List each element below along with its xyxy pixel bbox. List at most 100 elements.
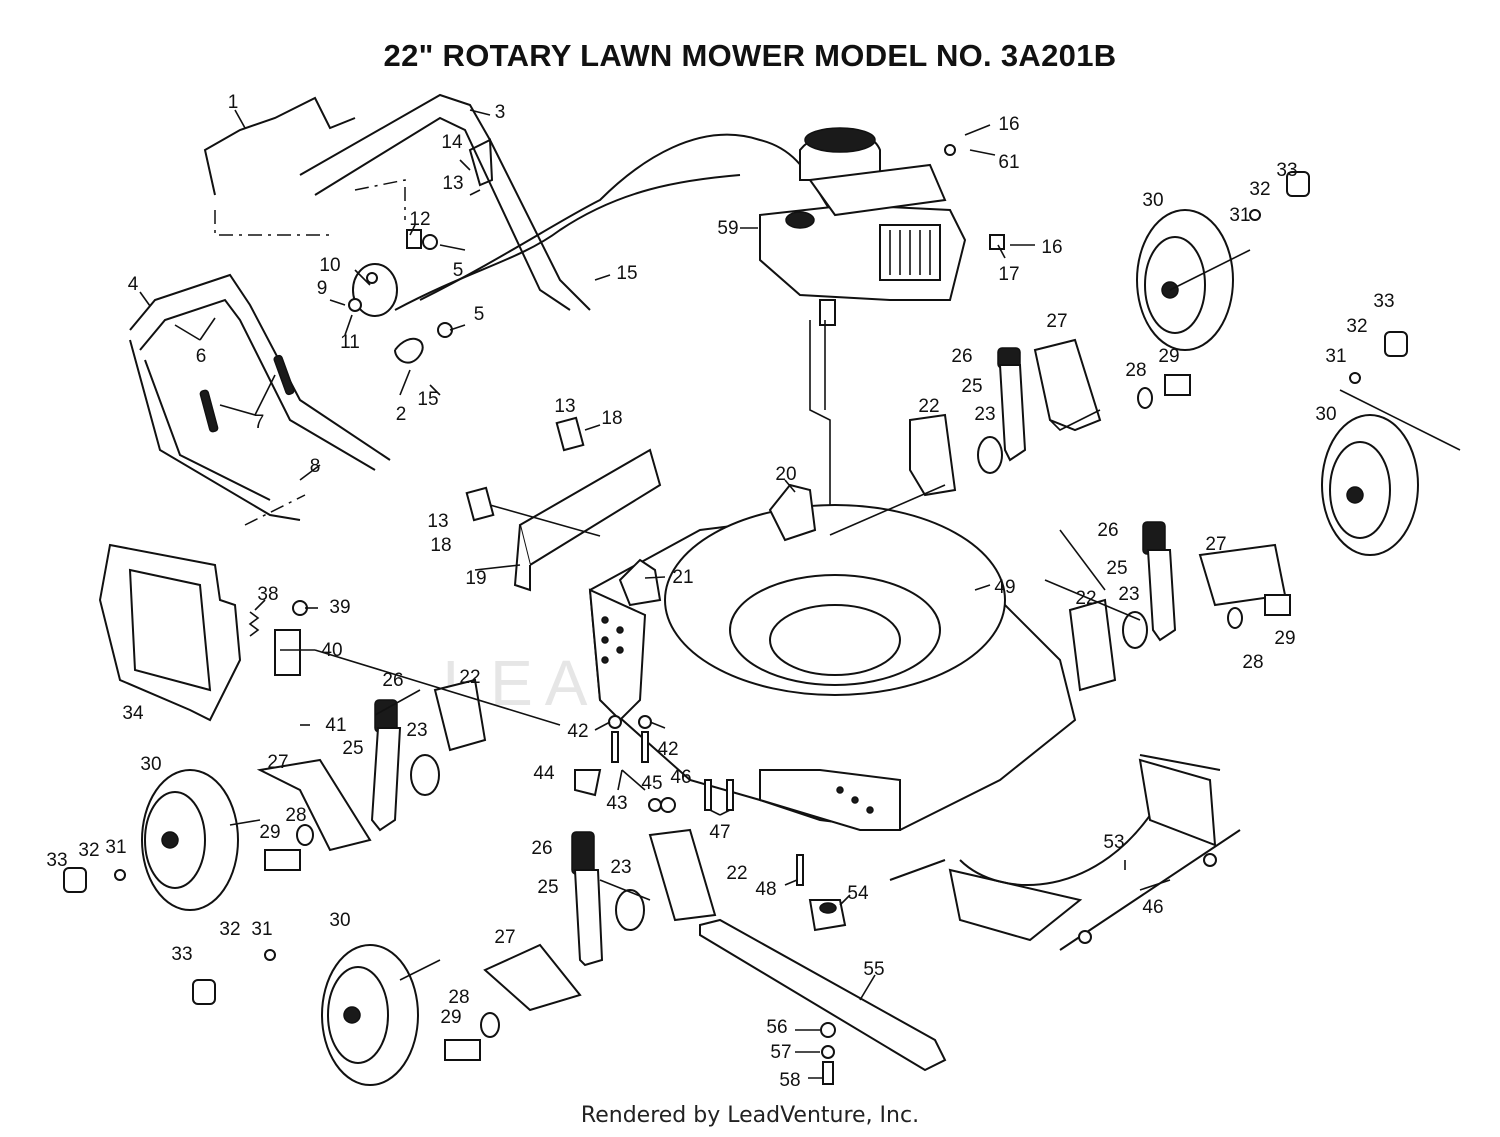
diagram-title: 22" ROTARY LAWN MOWER MODEL NO. 3A201B: [383, 38, 1117, 73]
callout-55: 55: [863, 959, 884, 980]
callout-59: 59: [717, 218, 738, 239]
callout-7: 7: [254, 412, 265, 433]
callout-29a: 29: [1158, 346, 1179, 367]
callout-30d: 30: [329, 910, 350, 931]
callout-31d: 31: [251, 919, 272, 940]
callout-48: 48: [755, 879, 776, 900]
callout-19: 19: [465, 568, 486, 589]
callout-4: 4: [128, 274, 139, 295]
callout-42b: 42: [657, 739, 678, 760]
callout-26a: 26: [951, 346, 972, 367]
callout-57: 57: [770, 1042, 791, 1063]
callout-25a: 25: [961, 376, 982, 397]
callout-44: 44: [533, 763, 555, 784]
callout-15a: 15: [616, 263, 637, 284]
callout-16b: 16: [1041, 237, 1062, 258]
grass-chute-part: [98, 543, 301, 722]
callout-27b: 27: [1205, 534, 1226, 555]
callout-21: 21: [672, 567, 693, 588]
height-adjuster-parts: [256, 338, 1291, 1061]
callout-17: 17: [998, 264, 1019, 285]
callout-30a: 30: [1142, 190, 1163, 211]
callout-32d: 32: [219, 919, 240, 940]
callout-41: 41: [325, 715, 346, 736]
callout-23a: 23: [974, 404, 995, 425]
callout-23c: 23: [406, 720, 427, 741]
callout-14: 14: [441, 132, 463, 153]
callout-39: 39: [329, 597, 350, 618]
callout-54: 54: [847, 883, 869, 904]
callout-28d: 28: [448, 987, 469, 1008]
callout-28a: 28: [1125, 360, 1146, 381]
callout-26c: 26: [382, 670, 403, 691]
callout-18b: 18: [430, 535, 451, 556]
callout-30b: 30: [1315, 404, 1336, 425]
callout-13b: 13: [554, 396, 575, 417]
wheel-front-right: [1321, 414, 1419, 556]
wheel-front-left: [321, 944, 419, 1086]
callout-31a: 31: [1229, 205, 1250, 226]
handle-bracket-parts: [199, 138, 494, 433]
callout-28c: 28: [285, 805, 306, 826]
callout-25b: 25: [1106, 558, 1127, 579]
callout-22c: 22: [459, 667, 480, 688]
callout-49: 49: [994, 577, 1015, 598]
callout-8: 8: [310, 456, 321, 477]
callout-27d: 27: [494, 927, 515, 948]
callout-18a: 18: [601, 408, 622, 429]
mower-deck-part: [588, 483, 1077, 832]
small-hardware-parts: [248, 144, 1217, 944]
callout-29b: 29: [1274, 628, 1295, 649]
callout-32b: 32: [1346, 316, 1367, 337]
callout-22d: 22: [726, 863, 747, 884]
callout-33b: 33: [1373, 291, 1394, 312]
callout-40: 40: [321, 640, 342, 661]
engine-part: [759, 127, 967, 326]
leader-lines: [139, 109, 1461, 1079]
callout-33a: 33: [1276, 160, 1297, 181]
lower-handle-part: [129, 273, 391, 526]
callout-5a: 5: [453, 260, 464, 281]
callout-26b: 26: [1097, 520, 1118, 541]
callout-20: 20: [775, 464, 796, 485]
wheel-rear-right: [1136, 209, 1234, 351]
callout-22b: 22: [1075, 588, 1096, 609]
callout-27c: 27: [267, 752, 288, 773]
blade-part: [699, 899, 947, 1085]
callout-45: 45: [641, 773, 662, 794]
callout-26d: 26: [531, 838, 552, 859]
footer-credit: Rendered by LeadVenture, Inc.: [580, 1103, 920, 1128]
wheel-rear-left: [141, 769, 239, 911]
callout-6: 6: [196, 346, 207, 367]
callout-27a: 27: [1046, 311, 1067, 332]
callout-61: 61: [998, 152, 1019, 173]
callout-38: 38: [257, 584, 278, 605]
callout-53: 53: [1103, 832, 1124, 853]
callout-23b: 23: [1118, 584, 1139, 605]
callout-33c: 33: [46, 850, 67, 871]
callout-28b: 28: [1242, 652, 1263, 673]
callout-31b: 31: [1325, 346, 1346, 367]
callout-56: 56: [766, 1017, 787, 1038]
callout-22a: 22: [918, 396, 939, 417]
callout-11: 11: [340, 332, 360, 353]
callout-34: 34: [122, 703, 144, 724]
callout-46b: 46: [1142, 897, 1163, 918]
callout-12: 12: [409, 209, 430, 230]
callout-9: 9: [317, 278, 328, 299]
rear-baffle-part: [513, 448, 662, 592]
control-cable: [394, 133, 831, 311]
callout-2: 2: [396, 404, 407, 425]
callout-46a: 46: [670, 767, 691, 788]
callout-25d: 25: [537, 877, 558, 898]
callout-30c: 30: [140, 754, 161, 775]
callout-47: 47: [709, 822, 730, 843]
callout-13a: 13: [442, 173, 463, 194]
callout-25c: 25: [342, 738, 363, 759]
callout-31c: 31: [105, 837, 126, 858]
callout-10: 10: [319, 255, 340, 276]
callout-32c: 32: [78, 840, 99, 861]
side-discharge-deflector: [889, 754, 1241, 951]
